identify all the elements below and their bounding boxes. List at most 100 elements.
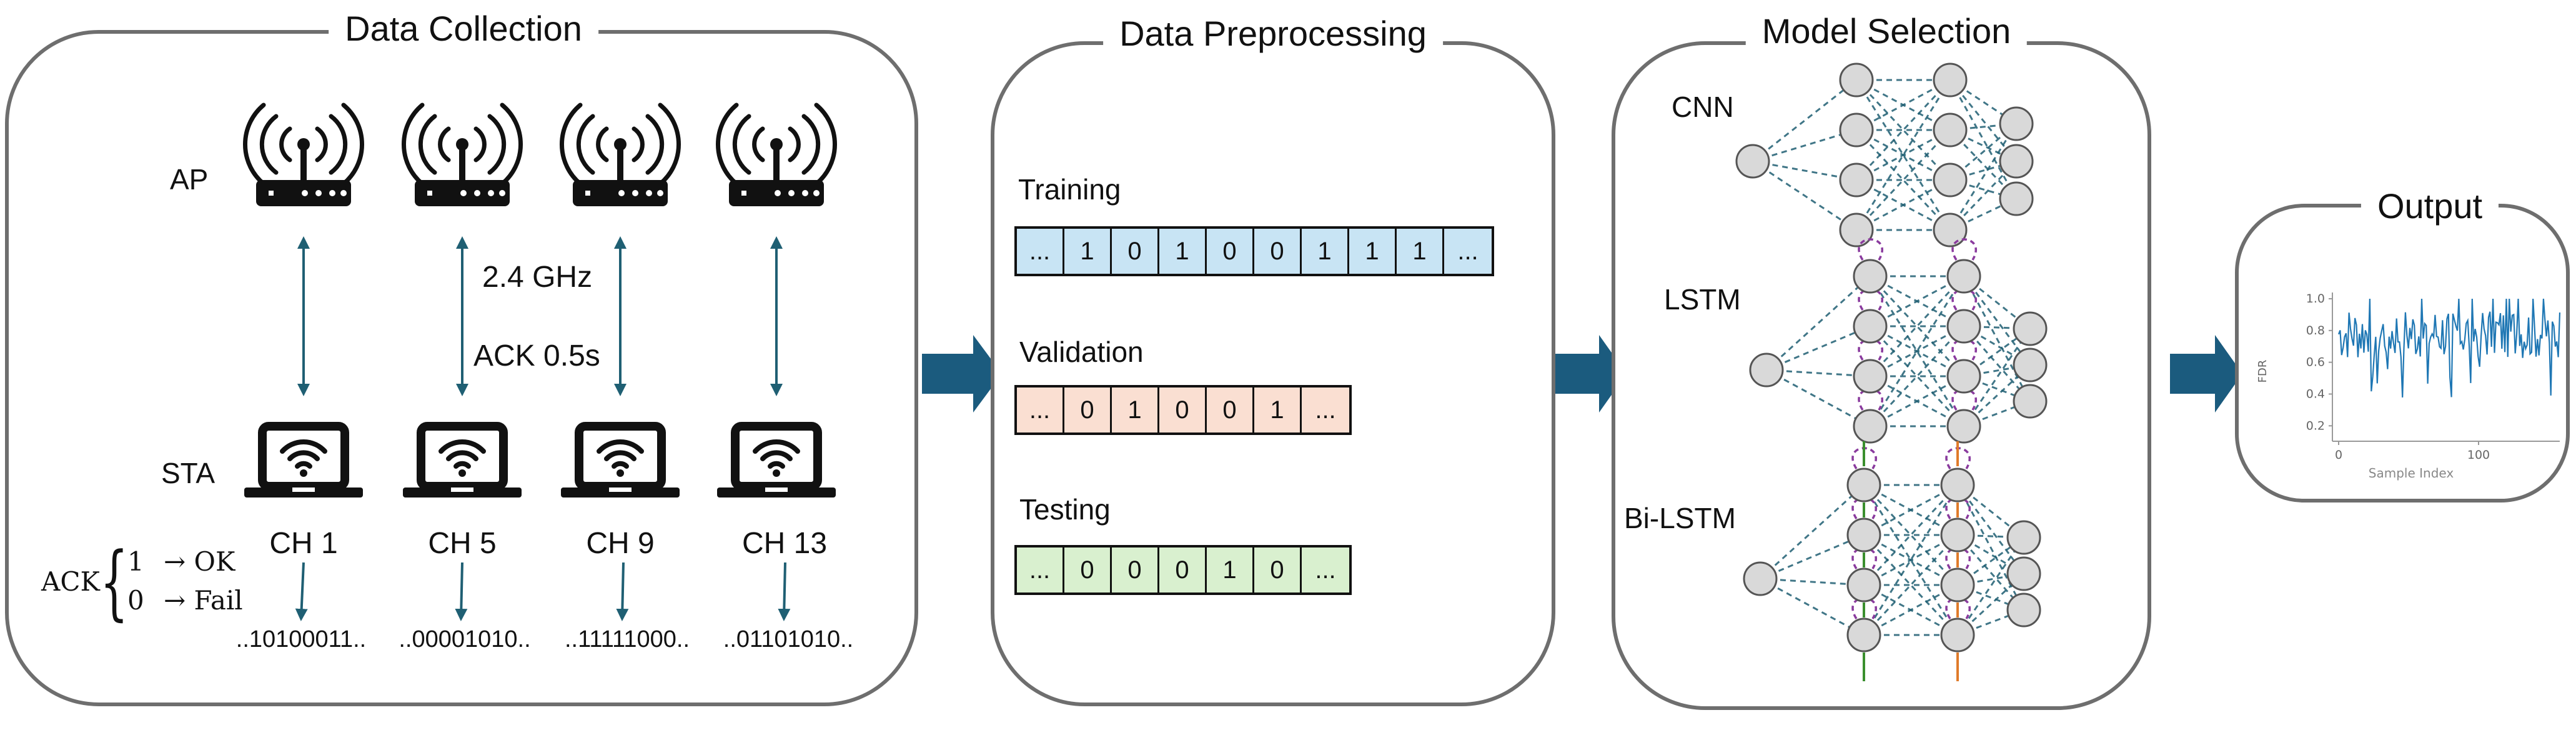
network-edge (1956, 484, 2025, 611)
network-node (2013, 384, 2048, 419)
tape-cell: 1 (1397, 229, 1444, 274)
network-edge (1760, 578, 1865, 586)
network-edge (1870, 375, 1964, 428)
tape-cell: 0 (1064, 388, 1112, 432)
network-node (1846, 618, 1881, 652)
cnn-network (1735, 62, 2034, 248)
tape-cell: 0 (1159, 548, 1207, 592)
network-edge (1752, 129, 1857, 162)
validation-tape: ... 0 1 0 0 1 ... (1014, 385, 1352, 435)
model-label-bilstm: Bi-LSTM (1624, 502, 1736, 534)
network-edge (1963, 276, 2031, 366)
training-tape: ... 1 0 1 0 0 1 1 1 ... (1014, 226, 1494, 276)
y-tick-label: 1.0 (2306, 292, 2325, 306)
validation-label: Validation (1019, 336, 1144, 368)
ack-legend-prefix: ACK (41, 566, 100, 597)
flow-arrow-icon (922, 335, 1002, 412)
ack-legend-zero: 0 (127, 585, 144, 616)
network-edge (1855, 129, 1951, 231)
network-edge (1752, 79, 1857, 162)
network-edge (1855, 79, 1951, 181)
network-edge (1863, 534, 1958, 586)
network-edge (1856, 179, 1951, 231)
tape-cell: 0 (1207, 388, 1254, 432)
network-edge (1949, 123, 2018, 231)
network-node (1846, 568, 1881, 602)
ack-interval-label: ACK 0.5s (473, 339, 600, 372)
network-node (1749, 352, 1784, 388)
network-edge (1855, 79, 1951, 181)
ack-legend-one: 1 (127, 546, 144, 577)
x-tick-label: 0 (2335, 448, 2342, 462)
output-title: Output (2361, 189, 2499, 224)
tape-cell: 0 (1064, 548, 1112, 592)
network-node (1743, 561, 1778, 596)
network-node (1946, 409, 1981, 444)
network-node (1940, 568, 1975, 602)
network-node (1933, 212, 1968, 248)
tape-cell: 1 (1159, 229, 1207, 274)
network-node (1853, 309, 1888, 344)
network-edge (1869, 325, 1965, 428)
flow-arrow-icon (2170, 335, 2242, 412)
network-edge (1863, 484, 1958, 536)
bit-arrow (778, 562, 791, 621)
network-edge (1855, 129, 1951, 231)
ack-legend-brace: { (100, 534, 129, 629)
network-node (1853, 409, 1888, 444)
bitstream-4: ..01101010.. (723, 626, 854, 652)
network-edge (1765, 275, 1871, 371)
y-axis-label: FDR (2256, 360, 2269, 383)
sta-label: STA (161, 457, 215, 489)
frequency-label: 2.4 GHz (482, 261, 593, 294)
flow-arrow-icon (1553, 335, 1627, 412)
y-tick-label: 0.4 (2306, 387, 2325, 401)
channel-label-1: CH 1 (269, 527, 338, 560)
network-edge (1856, 79, 1951, 131)
network-node (1999, 106, 2034, 141)
x-axis-label: Sample Index (2369, 466, 2454, 481)
model-selection-title: Model Selection (1745, 14, 2028, 49)
testing-tape: ... 0 0 0 1 0 ... (1014, 545, 1352, 595)
network-node (1853, 359, 1888, 394)
testing-label: Testing (1019, 493, 1111, 526)
bitstream-2: ..00001010.. (399, 626, 531, 652)
ack-legend-one-meaning: → OK (164, 546, 235, 577)
tape-cell: 1 (1112, 388, 1159, 432)
tape-cell: 1 (1254, 388, 1302, 432)
tape-cell: 0 (1254, 548, 1302, 592)
network-edge (1863, 584, 1958, 636)
network-edge (1870, 325, 1964, 378)
tape-cell: ... (1315, 556, 1336, 584)
network-node (1999, 181, 2034, 216)
ap-label: AP (170, 163, 209, 196)
network-edge (1766, 325, 1871, 371)
training-label: Training (1018, 173, 1121, 206)
tape-cell: 0 (1112, 548, 1159, 592)
network-node (1933, 112, 1968, 148)
network-node (2013, 348, 2048, 382)
network-edge (1856, 129, 1951, 181)
network-node (1846, 518, 1881, 552)
data-preprocessing-title: Data Preprocessing (1103, 16, 1443, 51)
recurrent-loop (1858, 238, 1884, 261)
network-node (1853, 259, 1888, 294)
network-edge (1863, 484, 1959, 586)
lstm-network (1749, 238, 2048, 444)
network-edge (1863, 484, 1959, 586)
network-edge (1752, 160, 1857, 231)
network-node (2006, 556, 2041, 591)
network-node (1946, 259, 1981, 294)
network-edge (1759, 484, 1865, 580)
network-edge (1863, 534, 1959, 636)
tape-cell: ... (1017, 548, 1064, 592)
network-edge (1869, 325, 1965, 428)
tape-cell: ... (1017, 388, 1064, 432)
bitstream-3: ..11111000.. (564, 626, 690, 652)
bit-arrow (616, 562, 629, 621)
bit-arrow (455, 562, 468, 621)
network-node (1839, 212, 1874, 248)
